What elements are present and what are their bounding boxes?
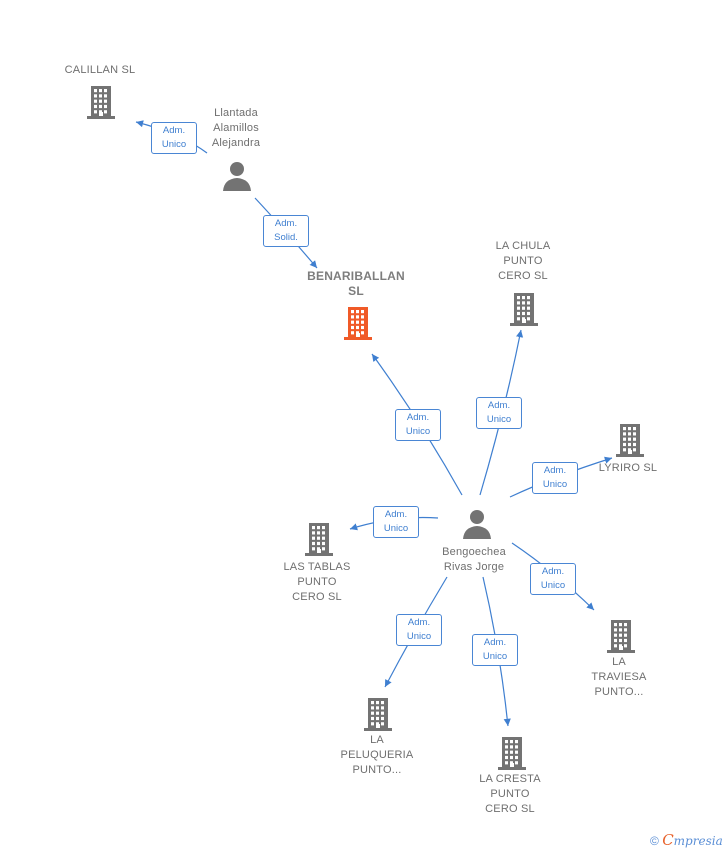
node-label-bengoechea[interactable]: Bengoechea Rivas Jorge	[442, 546, 506, 573]
copyright-symbol: ©	[650, 834, 659, 848]
building-icon[interactable]	[342, 305, 374, 346]
building-icon[interactable]	[508, 291, 540, 332]
edge-tag-bengoechea-to-la_cresta: Adm. Unico	[472, 634, 518, 666]
edge-tag-bengoechea-to-benariballan: Adm. Unico	[395, 409, 441, 441]
brand-initial: C	[662, 831, 674, 849]
node-label-llantada[interactable]: Llantada Alamillos Alejandra	[211, 107, 261, 149]
node-label-las-tablas[interactable]: LAS TABLAS PUNTO CERO SL	[283, 561, 351, 603]
person-icon[interactable]	[461, 508, 493, 545]
node-label-lyriro[interactable]: LYRIRO SL	[598, 462, 658, 474]
node-label-la-traviesa[interactable]: LA TRAVIESA PUNTO...	[591, 656, 647, 698]
building-icon[interactable]	[614, 422, 646, 463]
building-icon[interactable]	[496, 735, 528, 776]
edge-tag-llantada-to-calillan: Adm. Unico	[151, 122, 197, 154]
node-label-calillan[interactable]: CALILLAN SL	[64, 64, 136, 76]
building-icon[interactable]	[303, 521, 335, 562]
edge-tag-bengoechea-to-las_tablas: Adm. Unico	[373, 506, 419, 538]
node-label-la-peluqueria[interactable]: LA PELUQUERIA PUNTO...	[340, 734, 414, 776]
building-icon[interactable]	[85, 84, 117, 125]
edge-tag-bengoechea-to-lyriro: Adm. Unico	[532, 462, 578, 494]
edge-tag-bengoechea-to-la_traviesa: Adm. Unico	[530, 563, 576, 595]
node-label-la-cresta[interactable]: LA CRESTA PUNTO CERO SL	[479, 773, 541, 815]
edge-tag-bengoechea-to-la_peluqueria: Adm. Unico	[396, 614, 442, 646]
edge-tag-bengoechea-to-la_chula: Adm. Unico	[476, 397, 522, 429]
copyright-footer: © Cmpresia	[650, 831, 723, 849]
edges-layer	[135, 120, 613, 727]
edge-tag-llantada-to-benariballan: Adm. Solid.	[263, 215, 309, 247]
building-icon[interactable]	[362, 696, 394, 737]
node-label-benariballan[interactable]: BENARIBALLAN SL	[307, 269, 405, 298]
person-icon[interactable]	[221, 160, 253, 197]
node-label-la-chula[interactable]: LA CHULA PUNTO CERO SL	[495, 240, 551, 282]
brand-name: mpresia	[673, 834, 723, 848]
building-icon[interactable]	[605, 618, 637, 659]
